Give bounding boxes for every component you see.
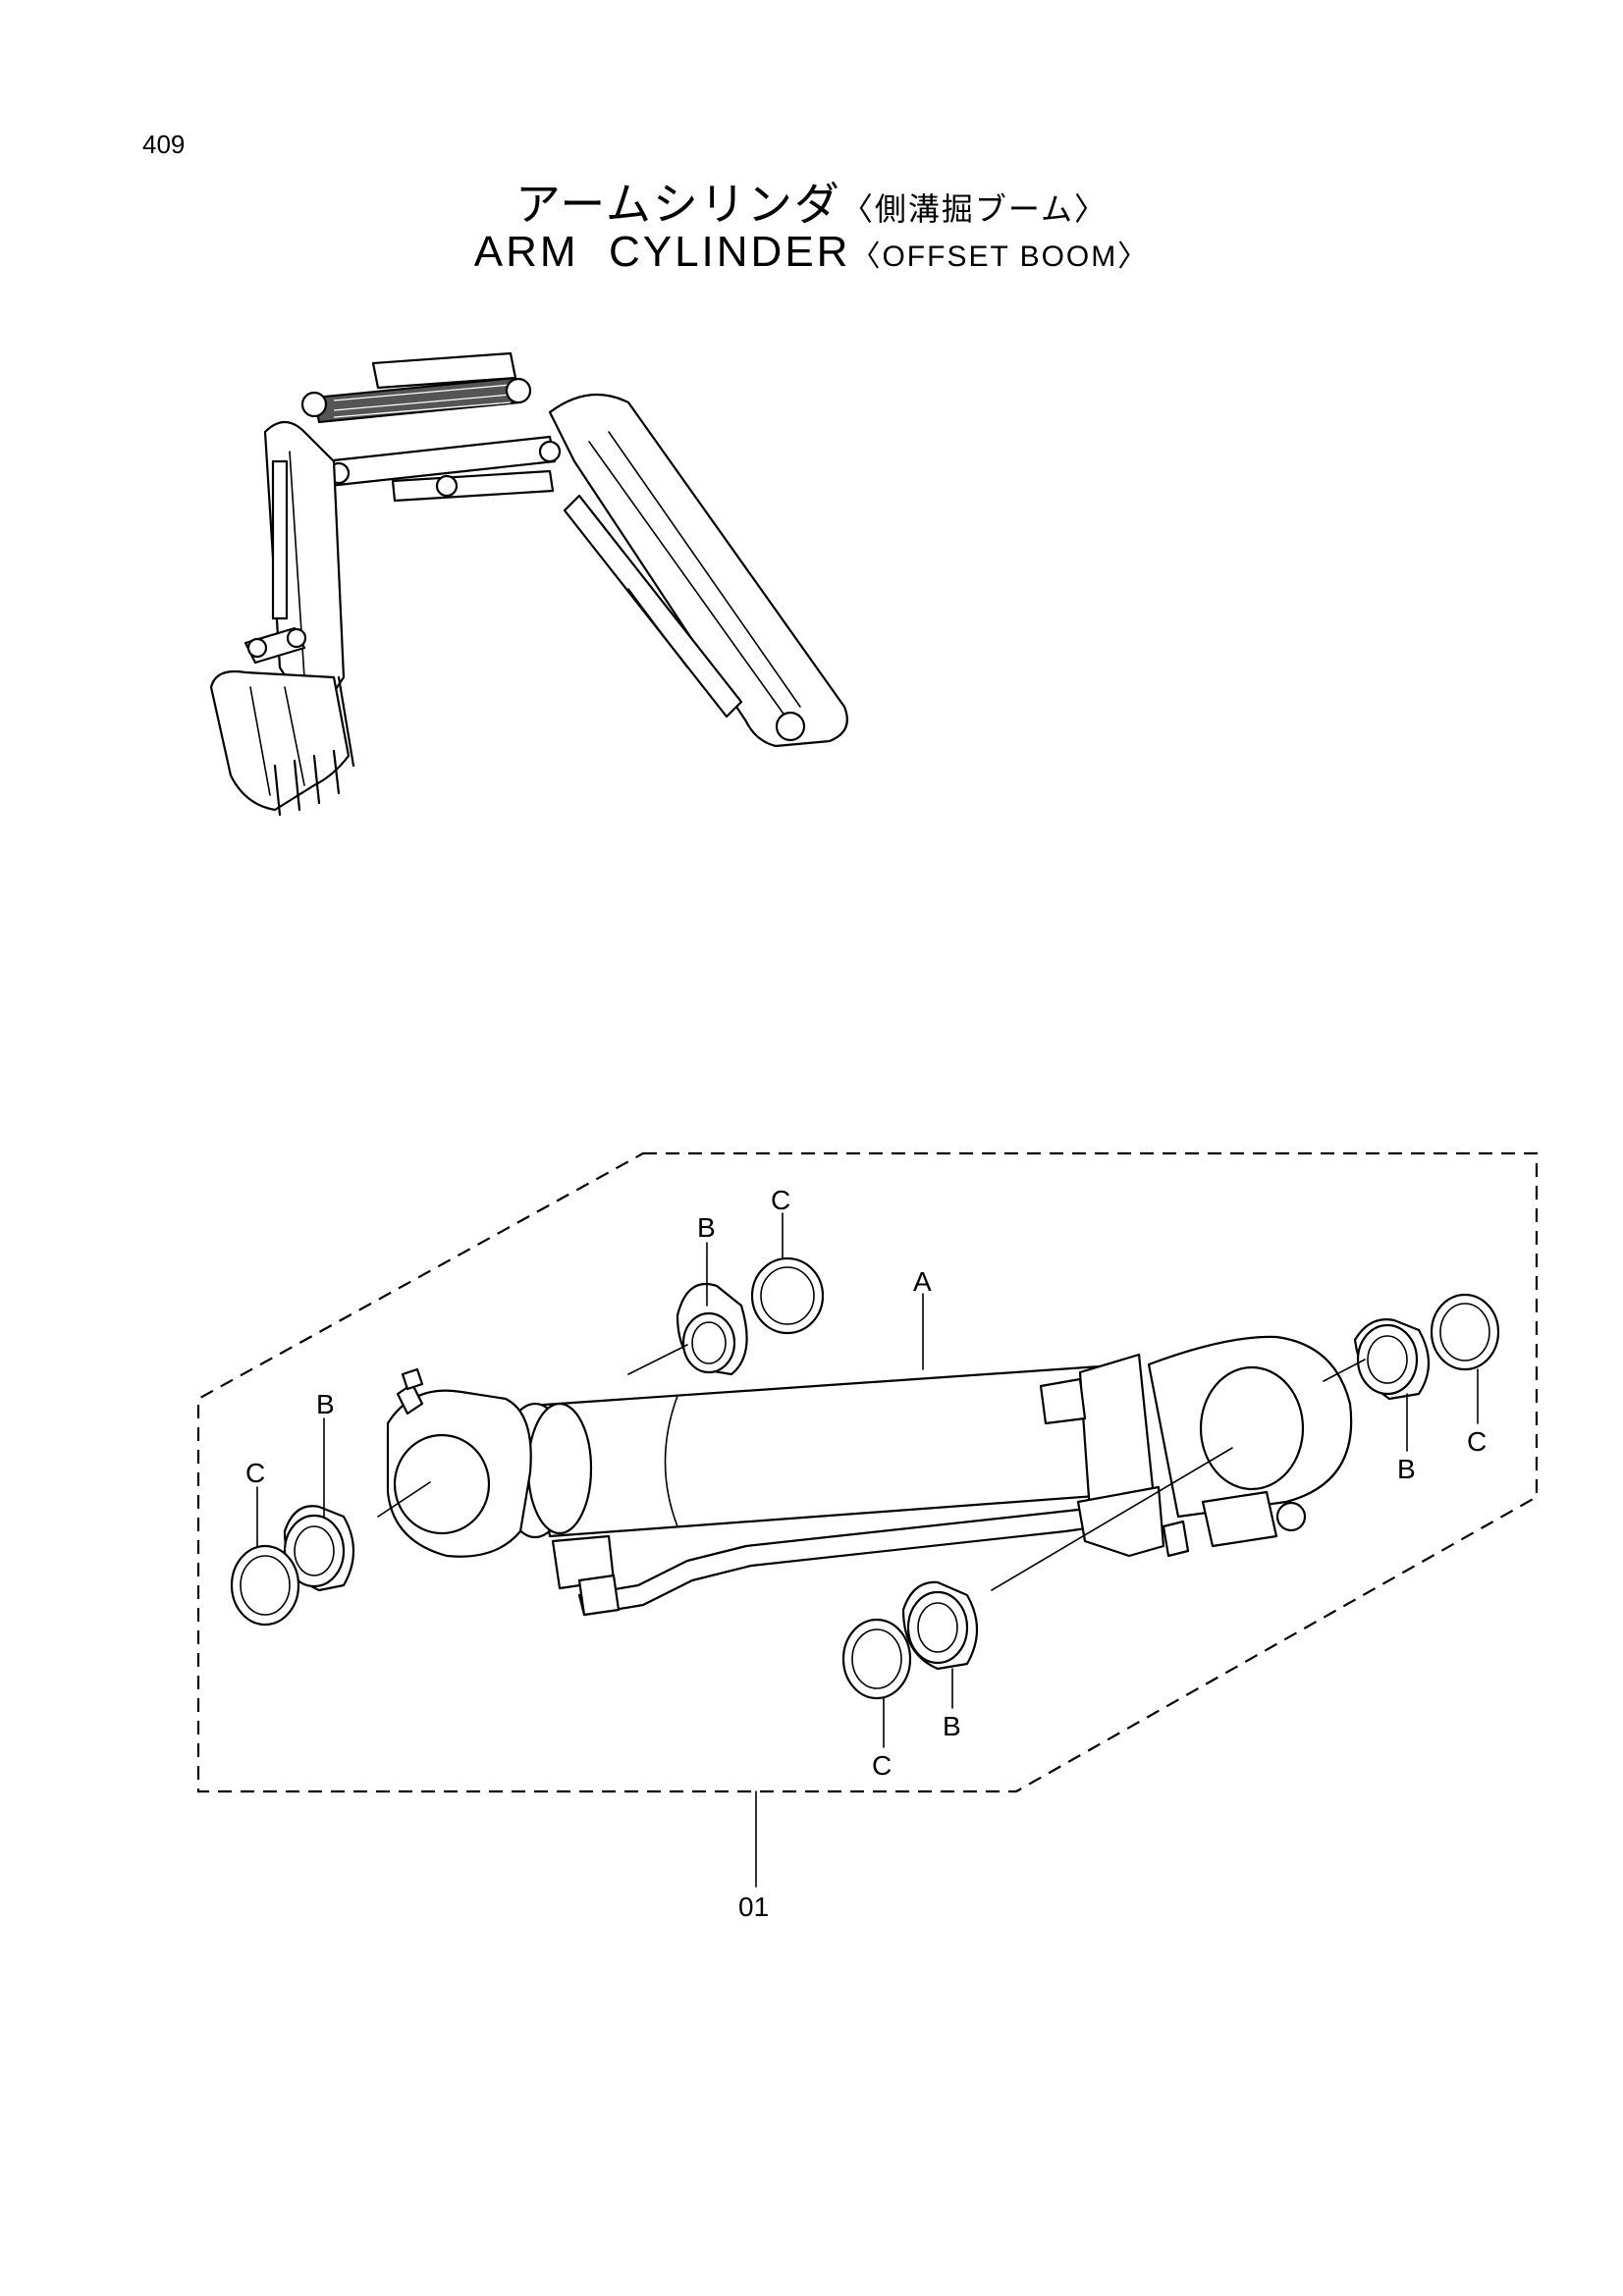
title-en-main: ARM CYLINDER (473, 228, 851, 276)
page-number: 409 (142, 130, 186, 159)
callout-b-bottom: B (943, 1711, 961, 1741)
title-jp-main: アームシリンダ (515, 178, 841, 231)
leader-lines (256, 1212, 1479, 1888)
arm-cylinder-highlighted (300, 376, 532, 424)
title-english: ARM CYLINDER〈OFFSET BOOM〉 (0, 228, 1623, 277)
bushing-b-bottom (901, 1580, 978, 1671)
callout-a: A (913, 1266, 932, 1297)
callout-c-top: C (771, 1185, 790, 1215)
bushing-b-right (1353, 1318, 1430, 1401)
title-en-sub: 〈OFFSET BOOM〉 (850, 240, 1150, 273)
assembly-boundary (196, 1151, 1539, 1793)
callout-assembly-01: 01 (738, 1892, 769, 1922)
bucket (209, 669, 351, 812)
callout-c-bottom: C (872, 1750, 892, 1781)
bushing-b-top (676, 1282, 748, 1376)
cylinder-rod-end (386, 1367, 532, 1558)
seal-c-bottom (841, 1618, 912, 1700)
callout-c-right: C (1467, 1426, 1487, 1457)
callout-b-right: B (1397, 1454, 1416, 1484)
bushing-b-left (283, 1505, 354, 1592)
seal-c-right (1430, 1293, 1500, 1371)
seal-c-left (230, 1544, 300, 1627)
seal-c-top (750, 1256, 825, 1335)
excavator-overview-illustration (209, 351, 848, 817)
callout-b-left: B (316, 1389, 335, 1419)
title-jp-sub: 〈側溝掘ブーム〉 (840, 190, 1108, 228)
callout-b-top: B (697, 1212, 716, 1243)
cylinder-head-end (1039, 1335, 1353, 1558)
title-japanese: アームシリンダ〈側溝掘ブーム〉 (0, 169, 1623, 234)
boom (548, 393, 848, 748)
callout-c-left: C (245, 1458, 265, 1488)
